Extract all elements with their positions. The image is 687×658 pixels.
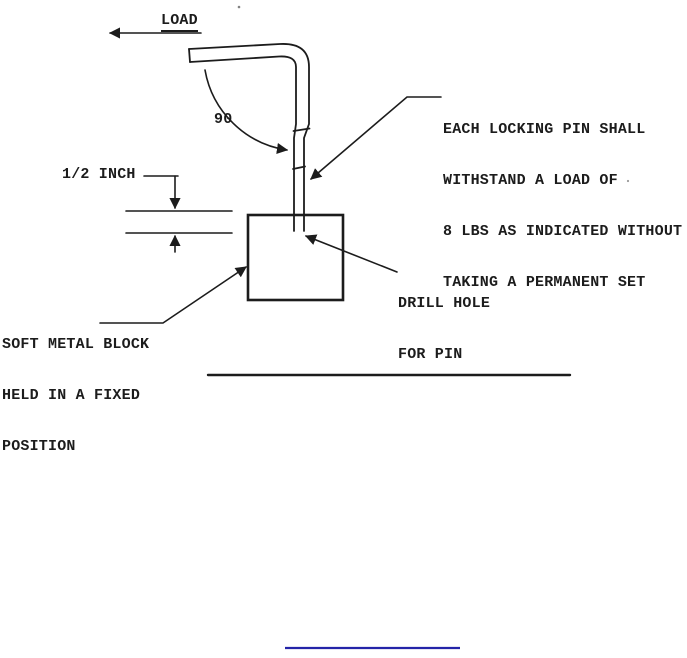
metal-block-note-line: HELD IN A FIXED [2, 387, 141, 404]
leader-block-note [99, 266, 247, 324]
pin-section-tick-upper [292, 127, 311, 132]
locking-pin-note: EACH LOCKING PIN SHALL WITHSTAND A LOAD … [443, 87, 682, 325]
leader-drill-hole [304, 234, 398, 273]
leader-pin-note [310, 96, 442, 180]
locking-pin-note-line: 8 LBS AS INDICATED WITHOUT [443, 223, 683, 240]
load-label: LOAD [161, 12, 198, 32]
scan-speck [626, 179, 630, 183]
dimension-label: 1/2 INCH [62, 166, 136, 183]
locking-pin-note-line: TAKING A PERMANENT SET [443, 274, 646, 291]
angle-label: 90 [214, 111, 233, 128]
drill-hole-note-line: DRILL HOLE [398, 295, 491, 312]
metal-block [246, 213, 345, 302]
metal-block-note-line: POSITION [2, 438, 76, 455]
drill-hole-note-line: FOR PIN [398, 346, 463, 363]
pin-section-tick-lower [292, 165, 306, 170]
locking-pin-note-line: WITHSTAND A LOAD OF [443, 172, 618, 189]
scan-speck [237, 5, 241, 9]
dimension-lines [125, 175, 233, 253]
drill-hole-note: DRILL HOLE FOR PIN [398, 261, 490, 397]
metal-block-note: SOFT METAL BLOCK HELD IN A FIXED POSITIO… [2, 302, 149, 489]
pin-end-cap [188, 48, 191, 63]
locking-pin-note-line: EACH LOCKING PIN SHALL [443, 121, 646, 138]
pin-outline [188, 43, 311, 232]
metal-block-note-line: SOFT METAL BLOCK [2, 336, 150, 353]
angle-arc [204, 69, 289, 155]
